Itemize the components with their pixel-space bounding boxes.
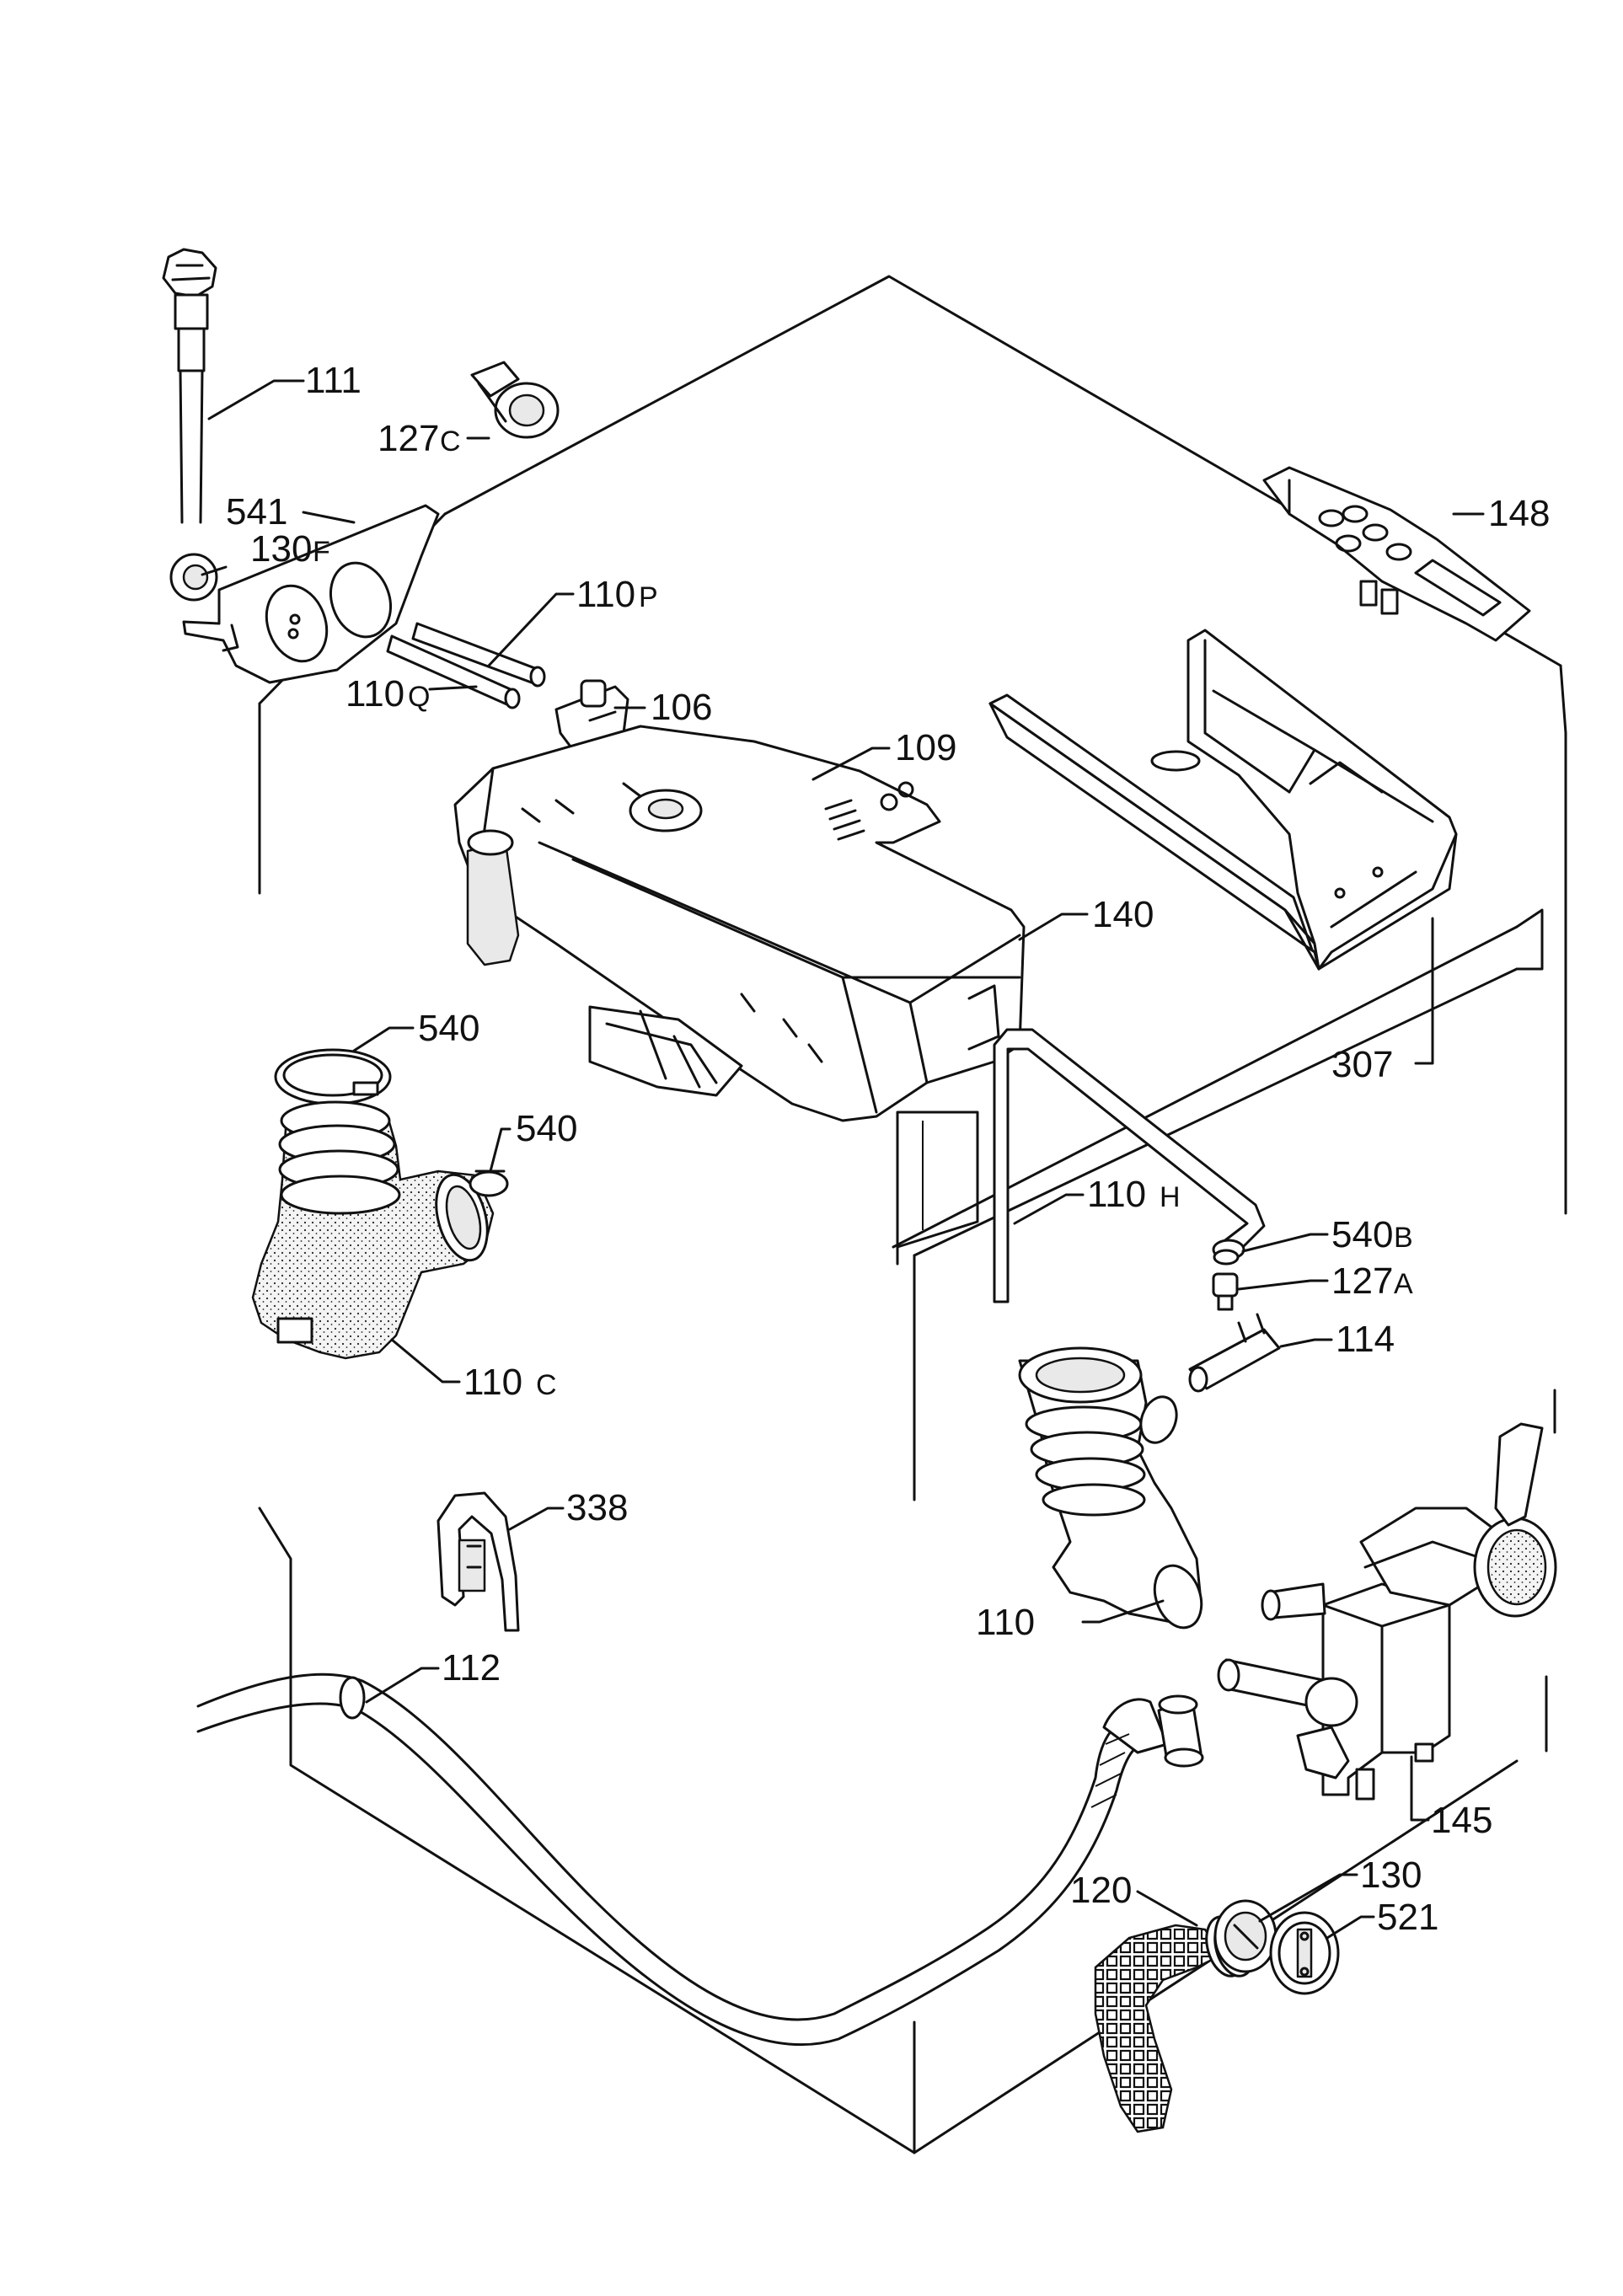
label-541: 541 xyxy=(226,491,287,533)
leader-lines xyxy=(201,379,1485,1940)
label-110p: 110 xyxy=(576,574,635,615)
inlet-hose xyxy=(162,248,217,524)
label-540b-suffix: B xyxy=(1394,1222,1413,1254)
cover-148 xyxy=(1262,466,1531,642)
clip-338 xyxy=(437,1491,520,1632)
label-120: 120 xyxy=(1070,1870,1132,1911)
bellows-110 xyxy=(1018,1346,1203,1630)
cap-521 xyxy=(1269,1911,1340,1995)
label-148: 148 xyxy=(1488,493,1550,534)
label-130: 130 xyxy=(1360,1854,1422,1896)
label-127a-suffix: A xyxy=(1394,1268,1413,1300)
label-110c-suffix: C xyxy=(536,1369,557,1401)
label-540-lower: 540 xyxy=(516,1108,577,1149)
bellows-110c xyxy=(251,1100,495,1360)
label-145: 145 xyxy=(1431,1800,1492,1841)
label-112: 112 xyxy=(442,1647,501,1689)
drain-hose-112 xyxy=(196,1672,1204,2047)
drawer-307 xyxy=(988,629,1458,971)
label-140: 140 xyxy=(1092,894,1154,935)
label-106: 106 xyxy=(651,687,712,728)
label-127a: 127 xyxy=(1331,1260,1393,1302)
label-130f: 130 xyxy=(250,528,312,570)
label-110h-suffix: H xyxy=(1160,1181,1181,1213)
seal-130 xyxy=(1213,1899,1278,1973)
label-521: 521 xyxy=(1377,1897,1438,1938)
label-110q-suffix: Q xyxy=(408,681,430,713)
clamp-540b xyxy=(1212,1239,1245,1266)
clamp-540-lower xyxy=(469,1169,509,1197)
label-114: 114 xyxy=(1336,1319,1395,1360)
part-labels: 111 127 C 541 130 F 110 P 110 Q 106 109 … xyxy=(226,360,1550,1938)
label-110: 110 xyxy=(976,1602,1035,1643)
inlet-panel xyxy=(169,504,440,684)
label-110q: 110 xyxy=(345,673,404,714)
label-111: 111 xyxy=(305,360,362,401)
label-110p-suffix: P xyxy=(639,581,658,613)
pump-145 xyxy=(1217,1422,1557,1801)
label-540b: 540 xyxy=(1331,1214,1393,1255)
label-540-upper: 540 xyxy=(418,1008,479,1049)
label-127c-suffix: C xyxy=(440,425,461,458)
label-130f-suffix: F xyxy=(313,536,330,568)
valve-127c xyxy=(470,361,560,439)
label-307: 307 xyxy=(1331,1044,1393,1085)
clamp-540-upper xyxy=(274,1048,392,1105)
label-127c: 127 xyxy=(378,418,439,459)
label-110c: 110 xyxy=(463,1362,522,1403)
label-338: 338 xyxy=(566,1487,628,1528)
label-109: 109 xyxy=(895,727,956,768)
nozzle-127a xyxy=(1212,1272,1239,1311)
label-110h: 110 xyxy=(1087,1174,1146,1215)
hoses-110p-110q xyxy=(386,622,546,709)
tube-114 xyxy=(1188,1313,1281,1393)
dispenser-housing xyxy=(453,725,1026,1122)
